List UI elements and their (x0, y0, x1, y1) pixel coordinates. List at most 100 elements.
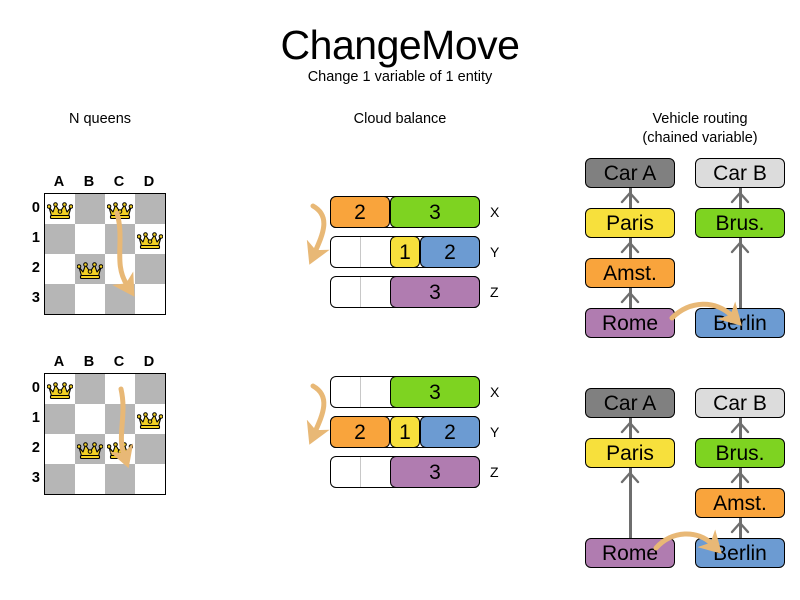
stop-box-amst[interactable]: Amst. (695, 488, 785, 518)
stop-box-brus[interactable]: Brus. (695, 208, 785, 238)
chain-link (738, 518, 742, 538)
board-row-label-1: 1 (31, 410, 40, 426)
vehicle-box-car-a[interactable]: Car A (585, 158, 675, 188)
section-header-cloud-balance: Cloud balance (353, 111, 447, 127)
board-row-label-0: 0 (31, 380, 40, 396)
board-cell-B2[interactable] (75, 254, 105, 284)
chain-arrowhead-icon (620, 241, 640, 254)
board-cell-B3[interactable] (75, 464, 105, 494)
board-column-label-D: D (143, 174, 155, 190)
board-cell-A1[interactable] (45, 224, 75, 254)
board-cell-D0[interactable] (135, 374, 165, 404)
cloud-process-Y-0[interactable]: 2 (330, 416, 390, 448)
vehicle-box-car-b[interactable]: Car B (695, 158, 785, 188)
chain-link (628, 288, 632, 308)
board-cell-D0[interactable] (135, 194, 165, 224)
chain-arrowhead-icon (620, 471, 640, 484)
board-cell-C0[interactable] (105, 194, 135, 224)
board-cell-B1[interactable] (75, 404, 105, 434)
cloud-computer-label-X: X (490, 384, 500, 400)
cloud-process-X-0[interactable]: 2 (330, 196, 390, 228)
page-title: ChangeMove (280, 22, 520, 68)
cloud-process-Y-2[interactable]: 2 (420, 416, 480, 448)
chain-link (628, 238, 632, 258)
board-cell-A0[interactable] (45, 194, 75, 224)
board-column-label-A: A (53, 174, 65, 190)
chain-link (628, 468, 632, 538)
cloud-computer-label-Z: Z (490, 284, 499, 300)
board-cell-A0[interactable] (45, 374, 75, 404)
cloud-computer-label-Y: Y (490, 424, 500, 440)
cloud-process-Y-1[interactable]: 2 (420, 236, 480, 268)
board-cell-C1[interactable] (105, 404, 135, 434)
stop-box-rome[interactable]: Rome (585, 308, 675, 338)
board-cell-D3[interactable] (135, 284, 165, 314)
cloud-free-divider (360, 457, 361, 487)
cloud-computer-label-Y: Y (490, 244, 500, 260)
board-column-label-C: C (113, 174, 125, 190)
stop-box-amst[interactable]: Amst. (585, 258, 675, 288)
stop-box-rome[interactable]: Rome (585, 538, 675, 568)
board-cell-B0[interactable] (75, 374, 105, 404)
cloud-process-X-1[interactable]: 3 (390, 196, 480, 228)
cloud-process-Y-0[interactable]: 1 (390, 236, 420, 268)
chain-arrowhead-icon (730, 421, 750, 434)
chain-arrowhead-icon (730, 241, 750, 254)
board-cell-C2[interactable] (105, 434, 135, 464)
board-cell-A2[interactable] (45, 254, 75, 284)
board-column-label-C: C (113, 354, 125, 370)
page-subtitle: Change 1 variable of 1 entity (307, 69, 493, 85)
vehicle-box-car-a[interactable]: Car A (585, 388, 675, 418)
section-header-vrp-line1: Vehicle routing (652, 111, 748, 127)
board-cell-A3[interactable] (45, 284, 75, 314)
chain-arrowhead-icon (620, 191, 640, 204)
board-cell-D3[interactable] (135, 464, 165, 494)
cloud-process-Y-1[interactable]: 1 (390, 416, 420, 448)
section-header-vrp-line2: (chained variable) (642, 130, 758, 146)
chessboard (44, 373, 166, 495)
stop-box-paris[interactable]: Paris (585, 438, 675, 468)
board-column-label-B: B (83, 354, 95, 370)
stop-box-paris[interactable]: Paris (585, 208, 675, 238)
stop-box-berlin[interactable]: Berlin (695, 308, 785, 338)
board-column-label-B: B (83, 174, 95, 190)
vehicle-box-car-b[interactable]: Car B (695, 388, 785, 418)
cloud-free-divider (360, 237, 361, 267)
board-cell-A1[interactable] (45, 404, 75, 434)
chain-link (628, 418, 632, 438)
board-column-label-D: D (143, 354, 155, 370)
cloud-process-Z-0[interactable]: 3 (390, 276, 480, 308)
board-column-label-A: A (53, 354, 65, 370)
board-cell-C1[interactable] (105, 224, 135, 254)
cloud-process-X-0[interactable]: 3 (390, 376, 480, 408)
section-header-nqueens: N queens (68, 111, 132, 127)
stop-box-berlin[interactable]: Berlin (695, 538, 785, 568)
board-row-label-2: 2 (31, 260, 40, 276)
board-row-label-3: 3 (31, 290, 40, 306)
board-cell-D2[interactable] (135, 434, 165, 464)
board-cell-C2[interactable] (105, 254, 135, 284)
board-cell-B2[interactable] (75, 434, 105, 464)
board-cell-C0[interactable] (105, 374, 135, 404)
cloud-free-divider (360, 377, 361, 407)
cloud-process-Z-0[interactable]: 3 (390, 456, 480, 488)
board-cell-A3[interactable] (45, 464, 75, 494)
board-cell-A2[interactable] (45, 434, 75, 464)
board-cell-B1[interactable] (75, 224, 105, 254)
board-cell-D1[interactable] (135, 404, 165, 434)
chain-link (628, 188, 632, 208)
board-cell-C3[interactable] (105, 284, 135, 314)
chain-link (738, 468, 742, 488)
stop-box-brus[interactable]: Brus. (695, 438, 785, 468)
board-cell-D1[interactable] (135, 224, 165, 254)
board-cell-C3[interactable] (105, 464, 135, 494)
board-cell-D2[interactable] (135, 254, 165, 284)
board-cell-B3[interactable] (75, 284, 105, 314)
board-row-label-1: 1 (31, 230, 40, 246)
board-cell-B0[interactable] (75, 194, 105, 224)
